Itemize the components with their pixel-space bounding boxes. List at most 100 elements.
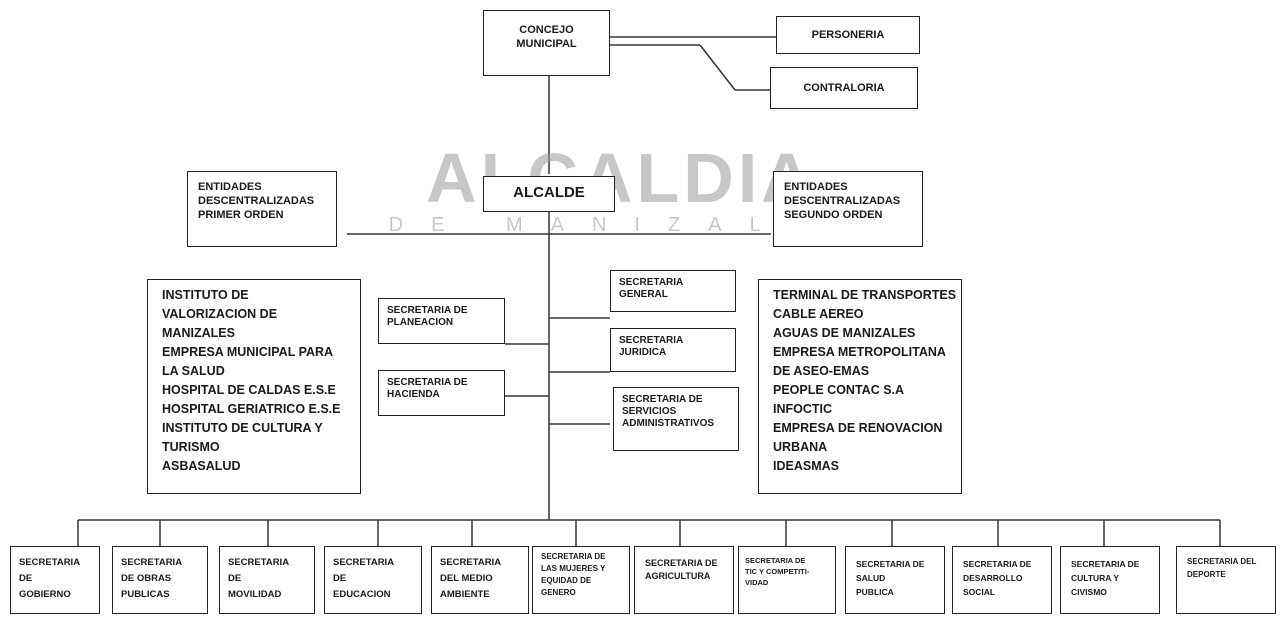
entidades-primer-line-1: ENTIDADES — [198, 181, 262, 193]
planeacion-line-2: PLANEACION — [387, 317, 454, 328]
hacienda-line-2: HACIENDA — [387, 389, 440, 400]
list-primer-item: INSTITUTO DE CULTURA Y — [162, 421, 323, 435]
box-secretaria-salud-publica: SECRETARIA DE SALUD PUBLICA — [845, 546, 945, 614]
juridica-line-2: JURIDICA — [619, 347, 667, 358]
list-primer-item: VALORIZACION DE — [162, 307, 278, 321]
bottom-line: SECRETARIA — [19, 557, 81, 568]
bottom-line: SECRETARIA — [228, 557, 290, 568]
box-list-primer-orden: INSTITUTO DE VALORIZACION DE MANIZALES E… — [147, 279, 361, 494]
entidades-segundo-line-1: ENTIDADES — [784, 181, 848, 193]
bottom-line: MOVILIDAD — [228, 589, 282, 600]
list-primer-item: EMPRESA MUNICIPAL PARA — [162, 345, 334, 359]
bottom-line: EDUCACION — [333, 589, 391, 600]
bottom-line: SALUD — [856, 573, 886, 583]
list-primer-item: TURISMO — [162, 440, 220, 454]
list-primer-item: ASBASALUD — [162, 459, 241, 473]
entidades-primer-line-3: PRIMER ORDEN — [198, 209, 284, 221]
box-contraloria: CONTRALORIA — [770, 67, 918, 109]
list-segundo-item: CABLE AEREO — [773, 307, 864, 321]
bottom-line: SECRETARIA DE — [541, 552, 606, 561]
box-secretaria-general: SECRETARIA GENERAL — [610, 270, 736, 312]
box-secretaria-cultura-civismo: SECRETARIA DE CULTURA Y CIVISMO — [1060, 546, 1160, 614]
list-segundo-item: EMPRESA METROPOLITANA — [773, 345, 946, 359]
hacienda-line-1: SECRETARIA DE — [387, 377, 468, 388]
box-secretaria-hacienda: SECRETARIA DE HACIENDA — [378, 370, 505, 416]
bottom-line: SECRETARIA — [121, 557, 183, 568]
bottom-line: EQUIDAD DE — [541, 576, 592, 585]
list-segundo-item: DE ASEO-EMAS — [773, 364, 870, 378]
box-entidades-segundo-orden: ENTIDADES DESCENTRALIZADAS SEGUNDO ORDEN — [773, 171, 923, 247]
list-segundo-item: TERMINAL DE TRANSPORTES — [773, 288, 957, 302]
general-line-2: GENERAL — [619, 289, 668, 300]
box-alcalde: ALCALDE — [483, 176, 615, 212]
bottom-line: DEL MEDIO — [440, 573, 493, 584]
servicios-line-1: SECRETARIA DE — [622, 394, 703, 405]
list-primer-item: HOSPITAL GERIATRICO E.S.E — [162, 402, 341, 416]
box-list-segundo-orden: TERMINAL DE TRANSPORTES CABLE AEREO AGUA… — [758, 279, 962, 494]
box-secretaria-deporte: SECRETARIA DEL DEPORTE — [1176, 546, 1276, 614]
entidades-segundo-line-3: SEGUNDO ORDEN — [784, 209, 883, 221]
alcalde-label: ALCALDE — [513, 184, 585, 201]
box-secretaria-servicios-administrativos: SECRETARIA DE SERVICIOS ADMINISTRATIVOS — [613, 387, 739, 451]
watermark-de-manizales: DE MANIZALES — [388, 214, 872, 236]
bottom-line: GOBIERNO — [19, 589, 71, 600]
list-segundo-item: PEOPLE CONTAC S.A — [773, 383, 905, 397]
list-primer-item: INSTITUTO DE — [162, 288, 249, 302]
bottom-line: PUBLICA — [856, 587, 894, 597]
entidades-primer-line-2: DESCENTRALIZADAS — [198, 195, 315, 207]
box-secretaria-educacion: SECRETARIA DE EDUCACION — [324, 546, 422, 614]
contraloria-label: CONTRALORIA — [803, 82, 885, 94]
servicios-line-2: SERVICIOS — [622, 406, 677, 417]
bottom-line: SECRETARIA DE — [1071, 559, 1140, 569]
bottom-line: DE — [228, 573, 242, 584]
box-secretaria-planeacion: SECRETARIA DE PLANEACION — [378, 298, 505, 344]
box-entidades-primer-orden: ENTIDADES DESCENTRALIZADAS PRIMER ORDEN — [187, 171, 337, 247]
box-secretaria-obras-publicas: SECRETARIA DE OBRAS PUBLICAS — [112, 546, 208, 614]
servicios-line-3: ADMINISTRATIVOS — [622, 418, 715, 429]
planeacion-line-1: SECRETARIA DE — [387, 305, 468, 316]
list-segundo-item: URBANA — [773, 440, 828, 454]
list-segundo-item: AGUAS DE MANIZALES — [773, 326, 916, 340]
bottom-line: AGRICULTURA — [645, 571, 711, 581]
bottom-line: PUBLICAS — [121, 589, 170, 600]
list-primer-item: HOSPITAL DE CALDAS E.S.E — [162, 383, 336, 397]
bottom-line: CULTURA Y — [1071, 573, 1120, 583]
box-secretaria-desarrollo-social: SECRETARIA DE DESARROLLO SOCIAL — [952, 546, 1052, 614]
box-personeria: PERSONERIA — [776, 16, 920, 54]
box-secretaria-juridica: SECRETARIA JURIDICA — [610, 328, 736, 372]
concejo-line-1: CONCEJO — [519, 24, 574, 36]
box-secretaria-agricultura: SECRETARIA DE AGRICULTURA — [634, 546, 734, 614]
bottom-line: SECRETARIA — [333, 557, 395, 568]
personeria-label: PERSONERIA — [811, 29, 885, 41]
bottom-line: DESARROLLO — [963, 573, 1023, 583]
bottom-line: SECRETARIA DE — [645, 558, 718, 568]
bottom-line: AMBIENTE — [440, 589, 490, 600]
entidades-segundo-line-2: DESCENTRALIZADAS — [784, 195, 901, 207]
bottom-line: DE — [19, 573, 33, 584]
bottom-line: DE — [333, 573, 347, 584]
bottom-line: DE OBRAS — [121, 573, 172, 584]
box-secretaria-mujeres-equidad-genero: SECRETARIA DE LAS MUJERES Y EQUIDAD DE G… — [532, 546, 630, 614]
box-secretaria-movilidad: SECRETARIA DE MOVILIDAD — [219, 546, 315, 614]
list-segundo-item: INFOCTIC — [773, 402, 833, 416]
bottom-line: SOCIAL — [963, 587, 996, 597]
bottom-line: SECRETARIA DE — [963, 559, 1032, 569]
list-primer-item: MANIZALES — [162, 326, 235, 340]
list-segundo-item: IDEASMAS — [773, 459, 839, 473]
list-primer-item: LA SALUD — [162, 364, 225, 378]
concejo-line-2: MUNICIPAL — [516, 38, 577, 50]
bottom-line: SECRETARIA DE — [856, 559, 925, 569]
bottom-line: LAS MUJERES Y — [541, 564, 606, 573]
box-secretaria-medio-ambiente: SECRETARIA DEL MEDIO AMBIENTE — [431, 546, 529, 614]
bottom-line: CIVISMO — [1071, 587, 1107, 597]
box-secretaria-tic-competitividad: SECRETARIA DE TIC Y COMPETITI- VIDAD — [738, 546, 836, 614]
box-concejo-municipal: CONCEJO MUNICIPAL — [483, 10, 610, 76]
bottom-line: SECRETARIA DE — [745, 556, 806, 565]
bottom-line: SECRETARIA DEL — [1187, 557, 1257, 566]
bottom-line: TIC Y COMPETITI- — [745, 567, 810, 576]
list-segundo-item: EMPRESA DE RENOVACION — [773, 421, 943, 435]
bottom-line: DEPORTE — [1187, 570, 1226, 579]
bottom-line: SECRETARIA — [440, 557, 502, 568]
bottom-line: GENERO — [541, 588, 576, 597]
bottom-line: VIDAD — [745, 578, 769, 587]
